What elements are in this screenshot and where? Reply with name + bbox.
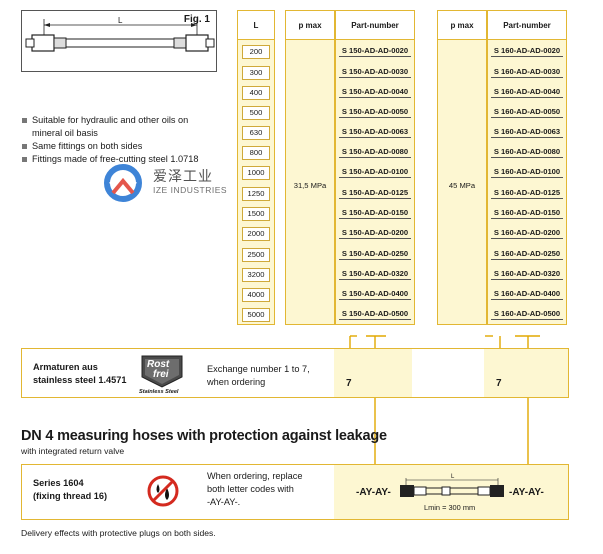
part-number-160: S 160-AD-AD-0320 bbox=[491, 268, 563, 280]
stainless-title-1: Armaturen aus bbox=[33, 362, 98, 372]
length-cell: 2000 bbox=[242, 227, 270, 241]
part-number-150: S 150-AD-AD-0040 bbox=[339, 86, 411, 98]
part-column-150 bbox=[335, 10, 415, 325]
part-number-150: S 150-AD-AD-0500 bbox=[339, 308, 411, 320]
length-cell: 500 bbox=[242, 106, 270, 120]
badge-text-top: Rost bbox=[147, 359, 170, 370]
ize-logo-icon bbox=[104, 164, 142, 202]
length-cell: 3200 bbox=[242, 268, 270, 282]
footer-note: Delivery effects with protective plugs o… bbox=[21, 528, 216, 538]
feature-list: Suitable for hydraulic and other oils on… bbox=[22, 114, 232, 166]
part-number-150: S 150-AD-AD-0125 bbox=[339, 187, 411, 199]
lmin-label: Lmin = 300 mm bbox=[424, 503, 476, 512]
part-number-150: S 150-AD-AD-0080 bbox=[339, 146, 411, 158]
stainless-note-1: Exchange number 1 to 7, bbox=[207, 364, 310, 374]
length-cell: 200 bbox=[242, 45, 270, 59]
watermark-cn: 爱泽工业 bbox=[153, 169, 213, 185]
part-number-160: S 160-AD-AD-0063 bbox=[491, 126, 563, 138]
rostfrei-badge-icon: Rost frei Stainless Steel bbox=[139, 353, 185, 397]
small-dimension-label: L bbox=[451, 474, 455, 480]
length-header: L bbox=[238, 11, 274, 40]
pmax-header-150: p max bbox=[286, 11, 334, 40]
part-number-150: S 150-AD-AD-0050 bbox=[339, 106, 411, 118]
badge-text-bottom: frei bbox=[153, 369, 169, 380]
part-number-160: S 160-AD-AD-0200 bbox=[491, 227, 563, 239]
bullet-item: Fittings made of free-cutting steel 1.07… bbox=[22, 153, 232, 166]
length-cell: 1250 bbox=[242, 187, 270, 201]
figure-dimension-label: L bbox=[118, 16, 123, 25]
part-number-160: S 160-AD-AD-0020 bbox=[491, 45, 563, 57]
hose-diagram-small bbox=[400, 478, 504, 497]
no-leak-icon bbox=[147, 475, 179, 507]
bullet-item-continued: mineral oil basis bbox=[32, 128, 98, 138]
part-header-150: Part-number bbox=[336, 11, 414, 40]
stainless-gap-panel bbox=[412, 349, 484, 397]
length-cell: 630 bbox=[242, 126, 270, 140]
badge-caption: Stainless Steel bbox=[139, 389, 179, 395]
part-number-160: S 160-AD-AD-0250 bbox=[491, 248, 563, 260]
part-number-150: S 150-AD-AD-0063 bbox=[339, 126, 411, 138]
pmax-value-160: 45 MPa bbox=[448, 181, 476, 190]
figure-label: Fig. 1 bbox=[183, 14, 210, 25]
part-number-160: S 160-AD-AD-0125 bbox=[491, 187, 563, 199]
part-number-160: S 160-AD-AD-0100 bbox=[491, 166, 563, 178]
pmax-value-150: 31,5 MPa bbox=[293, 181, 327, 190]
part-number-150: S 150-AD-AD-0200 bbox=[339, 227, 411, 239]
watermark-en: IZE INDUSTRIES bbox=[153, 185, 228, 195]
part-column-160 bbox=[487, 10, 567, 325]
code-right: -AY-AY- bbox=[509, 487, 544, 498]
hose-drawing bbox=[25, 19, 215, 52]
part-number-150: S 150-AD-AD-0400 bbox=[339, 288, 411, 300]
part-header-160: Part-number bbox=[488, 11, 566, 40]
code-left: -AY-AY- bbox=[356, 487, 391, 498]
part-number-150: S 150-AD-AD-0150 bbox=[339, 207, 411, 219]
length-cell: 400 bbox=[242, 86, 270, 100]
length-cell: 2500 bbox=[242, 248, 270, 262]
section-heading: DN 4 measuring hoses with protection aga… bbox=[21, 428, 387, 444]
figure-1: Fig. 1 L bbox=[21, 10, 217, 72]
length-cell: 1500 bbox=[242, 207, 270, 221]
series-1604-note-3: -AY-AY-. bbox=[207, 497, 241, 507]
part-number-160: S 160-AD-AD-0150 bbox=[491, 207, 563, 219]
part-number-150: S 150-AD-AD-0030 bbox=[339, 66, 411, 78]
length-cell: 4000 bbox=[242, 288, 270, 302]
length-cell: 800 bbox=[242, 146, 270, 160]
part-number-160: S 160-AD-AD-0500 bbox=[491, 308, 563, 320]
part-number-150: S 150-AD-AD-0250 bbox=[339, 248, 411, 260]
series-1604-note-1: When ordering, replace bbox=[207, 471, 303, 481]
part-number-160: S 160-AD-AD-0050 bbox=[491, 106, 563, 118]
pmax-column-160 bbox=[437, 10, 487, 325]
part-number-150: S 150-AD-AD-0100 bbox=[339, 166, 411, 178]
part-number-160: S 160-AD-AD-0400 bbox=[491, 288, 563, 300]
series-1604-title-2: (fixing thread 16) bbox=[33, 491, 108, 501]
bullet-item: Suitable for hydraulic and other oils on bbox=[22, 114, 232, 127]
watermark: 爱泽工业 IZE INDUSTRIES bbox=[103, 163, 243, 203]
part-number-160: S 160-AD-AD-0030 bbox=[491, 66, 563, 78]
section-subheading: with integrated return valve bbox=[21, 446, 125, 456]
bullet-item: Same fittings on both sides bbox=[22, 140, 232, 153]
stainless-title-2: stainless steel 1.4571 bbox=[33, 375, 127, 385]
part-number-150: S 150-AD-AD-0020 bbox=[339, 45, 411, 57]
pmax-column-150 bbox=[285, 10, 335, 325]
series-1604-title-1: Series 1604 bbox=[33, 478, 84, 488]
stainless-value-150: 7 bbox=[346, 378, 352, 389]
part-number-160: S 160-AD-AD-0040 bbox=[491, 86, 563, 98]
part-number-160: S 160-AD-AD-0080 bbox=[491, 146, 563, 158]
length-cell: 1000 bbox=[242, 166, 270, 180]
length-cell: 300 bbox=[242, 66, 270, 80]
pmax-header-160: p max bbox=[438, 11, 486, 40]
part-number-150: S 150-AD-AD-0320 bbox=[339, 268, 411, 280]
stainless-note-2: when ordering bbox=[207, 377, 266, 387]
length-cell: 5000 bbox=[242, 308, 270, 322]
stainless-value-160: 7 bbox=[496, 378, 502, 389]
series-1604-note-2: both letter codes with bbox=[207, 484, 294, 494]
